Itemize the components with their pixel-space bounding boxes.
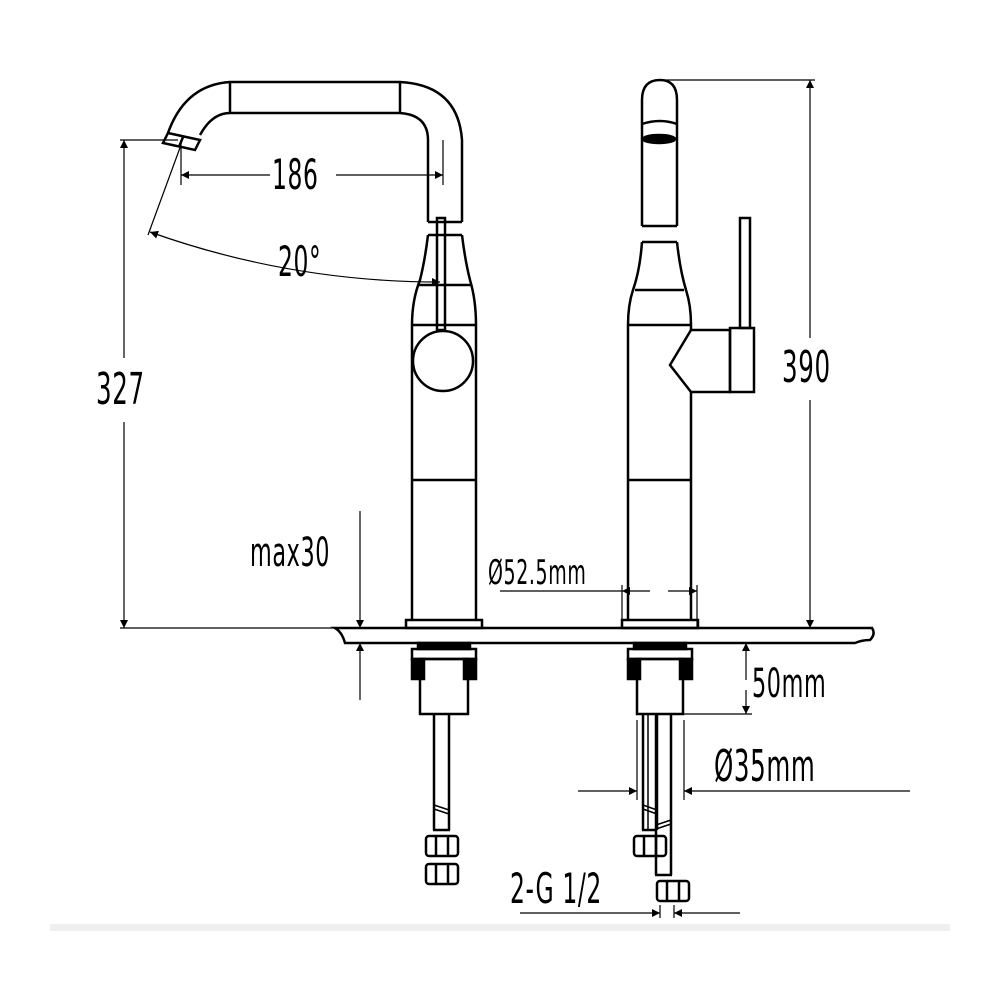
dim-max-counter-thickness: max30 — [250, 530, 331, 576]
dimension-lines — [120, 79, 910, 918]
dim-spout-reach: 186 — [272, 150, 319, 199]
dim-hole-diameter: Ø35mm — [714, 741, 816, 792]
dim-spout-height: 327 — [96, 364, 145, 415]
dim-swivel-angle: 20° — [278, 237, 322, 286]
dim-total-height: 390 — [782, 342, 831, 393]
front-view-faucet — [161, 80, 484, 886]
dim-shank-length: 50mm — [752, 661, 827, 707]
dim-base-diameter: Ø52.5mm — [488, 553, 587, 593]
countertop — [330, 626, 875, 645]
side-view-faucet — [620, 78, 756, 903]
footer-bar — [50, 924, 950, 931]
dim-connection-thread: 2-G 1/2 — [510, 864, 602, 913]
